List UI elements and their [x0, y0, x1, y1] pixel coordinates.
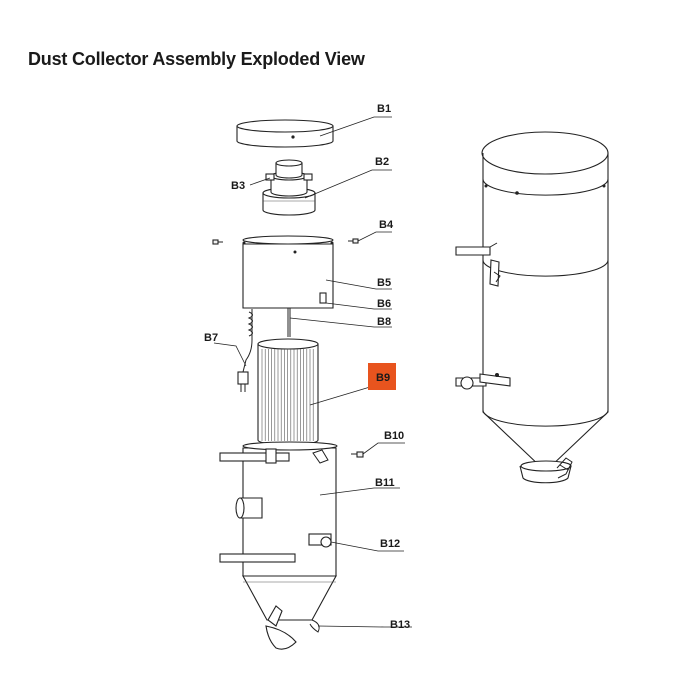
part-b1-lid[interactable] — [236, 119, 334, 148]
part-b7-power-cord[interactable] — [237, 309, 253, 392]
label-b4: B4 — [379, 219, 394, 231]
part-b5-motor-housing[interactable] — [242, 235, 334, 309]
label-b9: B9 — [376, 372, 390, 384]
part-b6-switch[interactable] — [319, 292, 327, 304]
label-b12: B12 — [380, 538, 400, 550]
label-b10: B10 — [384, 430, 404, 442]
label-b6: B6 — [377, 298, 391, 310]
part-b11-main-body[interactable] — [219, 441, 338, 577]
label-b8: B8 — [377, 316, 391, 328]
label-b7: B7 — [204, 332, 218, 344]
diagram-title: Dust Collector Assembly Exploded View — [28, 49, 365, 69]
label-b13: B13 — [390, 619, 410, 631]
part-b8-rod[interactable] — [287, 308, 291, 337]
part-b12-latch[interactable] — [308, 533, 332, 548]
part-b10-screw[interactable] — [351, 451, 364, 458]
label-b2: B2 — [375, 156, 389, 168]
highlight-b9-box[interactable] — [368, 363, 396, 390]
part-b13-cone-discharge[interactable] — [242, 575, 337, 650]
label-b5: B5 — [377, 277, 391, 289]
assembled-view — [455, 131, 609, 484]
label-b1: B1 — [377, 103, 391, 115]
label-b11: B11 — [375, 477, 395, 489]
part-b9-filter-cartridge[interactable] — [257, 338, 319, 446]
label-b3: B3 — [231, 180, 245, 192]
part-b2-motor[interactable] — [262, 159, 316, 216]
leader-lines — [213, 116, 412, 628]
